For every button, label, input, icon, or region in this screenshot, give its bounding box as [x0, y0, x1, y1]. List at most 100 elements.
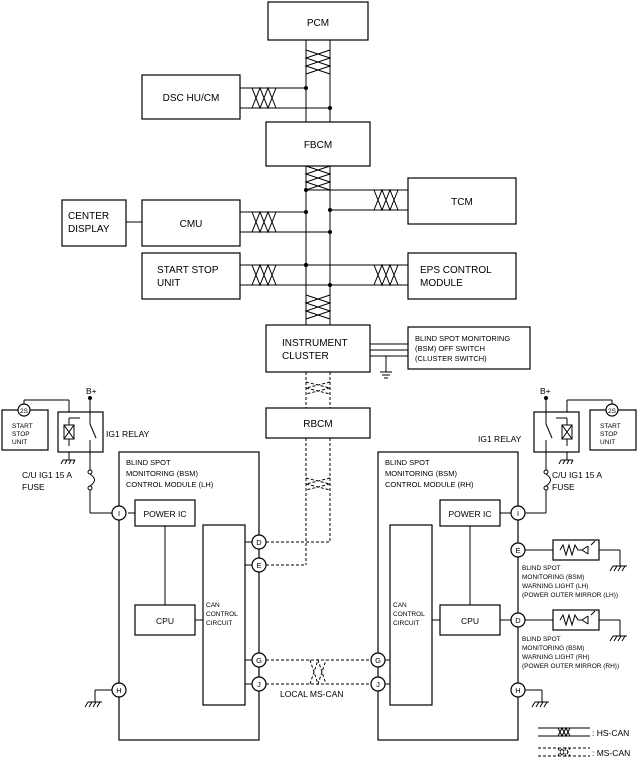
legend-ms-can: : MS-CAN — [592, 748, 630, 758]
left-fuse-1: C/U IG1 15 A — [22, 470, 72, 480]
bsm-lh-power-ic: POWER IC — [144, 509, 187, 519]
left-power-supply: B+ IG1 RELAY 2S START STOP UNIT — [1, 386, 150, 514]
local-ms-can-label: LOCAL MS-CAN — [280, 689, 343, 699]
svg-text:E: E — [256, 561, 261, 570]
instrument-cluster-box — [265, 324, 371, 373]
bsm-rh-cpu-box — [439, 604, 501, 636]
center-display-label-1: CENTER — [68, 211, 109, 222]
legend: : HS-CAN : MS-CAN — [538, 726, 630, 758]
left-ig1-relay-box — [57, 411, 104, 453]
ms-can-trunk — [266, 372, 331, 566]
bsm-lh-cpu: CPU — [156, 616, 174, 626]
svg-text:I: I — [118, 509, 120, 518]
svg-text:H: H — [116, 686, 121, 695]
bsm-rh-can-1: CAN — [393, 602, 407, 609]
bsm-lh-can-box — [202, 524, 246, 706]
tcm-can-link — [306, 188, 408, 212]
warning-light-lh: BLIND SPOT MONITORING (BSM) WARNING LIGH… — [522, 539, 627, 599]
right-fuse-2: FUSE — [552, 482, 575, 492]
warning-rh-4: (POWER OUTER MIRROR (RH)) — [522, 663, 619, 670]
tcm-label: TCM — [451, 197, 473, 208]
fbcm-box — [265, 121, 371, 167]
left-ss-unit-3: UNIT — [12, 439, 27, 446]
rbcm-label: RBCM — [303, 419, 332, 430]
warning-rh-1: BLIND SPOT — [522, 636, 561, 643]
svg-text:G: G — [256, 656, 262, 665]
hs-can-trunk — [304, 40, 332, 325]
bsm-rh-module: BLIND SPOT MONITORING (BSM) CONTROL MODU… — [377, 451, 519, 741]
svg-text:E: E — [515, 546, 520, 555]
warning-lh-4: (POWER OUTER MIRROR (LH)) — [522, 592, 618, 599]
ground-rh — [525, 689, 549, 708]
bsm-rh-power-ic: POWER IC — [449, 509, 492, 519]
svg-text:2S: 2S — [20, 408, 29, 415]
bsm-rh-can-3: CIRCUIT — [393, 620, 419, 627]
bsm-switch-label-3: (CLUSTER SWITCH) — [415, 354, 487, 363]
left-bplus: B+ — [86, 386, 97, 396]
warning-rh-3: WARNING LIGHT (RH) — [522, 654, 590, 661]
bsm-lh-title-2: MONITORING (BSM) — [126, 469, 198, 478]
twist-pcm-fbcm — [304, 49, 332, 75]
right-start-stop-unit-box — [589, 409, 637, 451]
warning-lh-3: WARNING LIGHT (LH) — [522, 583, 588, 590]
rbcm-box — [265, 407, 371, 439]
terminal-lh-g — [251, 652, 267, 668]
bsm-rh-can-box — [389, 524, 433, 706]
eps-label-2: MODULE — [420, 278, 463, 289]
dsc-can-link — [240, 86, 330, 110]
pcm-label: PCM — [307, 18, 329, 29]
bsm-rh-title-2: MONITORING (BSM) — [385, 469, 457, 478]
bsm-switch-label-1: BLIND SPOT MONITORING — [415, 334, 510, 343]
bsm-lh-title-3: CONTROL MODULE (LH) — [126, 480, 214, 489]
start-stop-can-link — [240, 263, 330, 287]
right-ss-unit-2: STOP — [600, 431, 618, 438]
start-stop-box — [141, 252, 241, 300]
svg-text:H: H — [515, 686, 520, 695]
svg-text:J: J — [376, 680, 380, 689]
warning-rh-2: MONITORING (BSM) — [522, 645, 584, 652]
twist-cluster — [304, 294, 332, 320]
dsc-label: DSC HU/CM — [163, 93, 220, 104]
bsm-lh-can-1: CAN — [206, 602, 220, 609]
svg-text:2S: 2S — [608, 408, 617, 415]
dsc-box — [141, 74, 241, 120]
fbcm-label: FBCM — [304, 140, 332, 151]
warning-light-rh: BLIND SPOT MONITORING (BSM) WARNING LIGH… — [522, 609, 627, 670]
warning-lh-2: MONITORING (BSM) — [522, 574, 584, 581]
svg-text:D: D — [256, 538, 262, 547]
center-display-label-2: DISPLAY — [68, 224, 110, 235]
cmu-can-link — [240, 210, 330, 234]
left-relay-label: IG1 RELAY — [106, 429, 150, 439]
terminal-lh-j — [251, 676, 267, 692]
start-stop-label-2: UNIT — [157, 278, 180, 289]
bsm-rh-terminals: I E D G J H — [370, 505, 526, 698]
svg-text:G: G — [375, 656, 381, 665]
bsm-lh-can-3: CIRCUIT — [206, 620, 232, 627]
cmu-box — [141, 199, 241, 247]
legend-hs-can: : HS-CAN — [592, 728, 629, 738]
right-ss-unit-1: START — [600, 423, 621, 430]
twist-fbcm-tcm — [304, 165, 332, 191]
right-relay-label: IG1 RELAY — [478, 434, 522, 444]
instrument-cluster-label-2: CLUSTER — [282, 351, 329, 362]
left-ss-unit-1: START — [12, 423, 33, 430]
right-power-supply: B+ IG1 RELAY 2S START STOP UNIT C/U — [478, 386, 637, 514]
left-start-stop-unit-box — [1, 409, 49, 451]
right-bplus: B+ — [540, 386, 551, 396]
ground-lh — [84, 689, 112, 708]
eps-label-1: EPS CONTROL — [420, 265, 492, 276]
bsm-lh-can-2: CONTROL — [206, 611, 238, 618]
cmu-label: CMU — [180, 219, 203, 230]
right-ss-unit-3: UNIT — [600, 439, 615, 446]
bsm-switch-box — [407, 326, 531, 370]
bsm-lh-title-1: BLIND SPOT — [126, 458, 171, 467]
terminal-lh-d — [251, 534, 267, 550]
bsm-rh-cpu: CPU — [461, 616, 479, 626]
bsm-rh-can-2: CONTROL — [393, 611, 425, 618]
bsm-rh-title-1: BLIND SPOT — [385, 458, 430, 467]
tcm-box — [407, 177, 517, 225]
left-fuse-2: FUSE — [22, 482, 45, 492]
svg-text:J: J — [257, 680, 261, 689]
bsm-lh-module: BLIND SPOT MONITORING (BSM) CONTROL MODU… — [118, 451, 260, 741]
